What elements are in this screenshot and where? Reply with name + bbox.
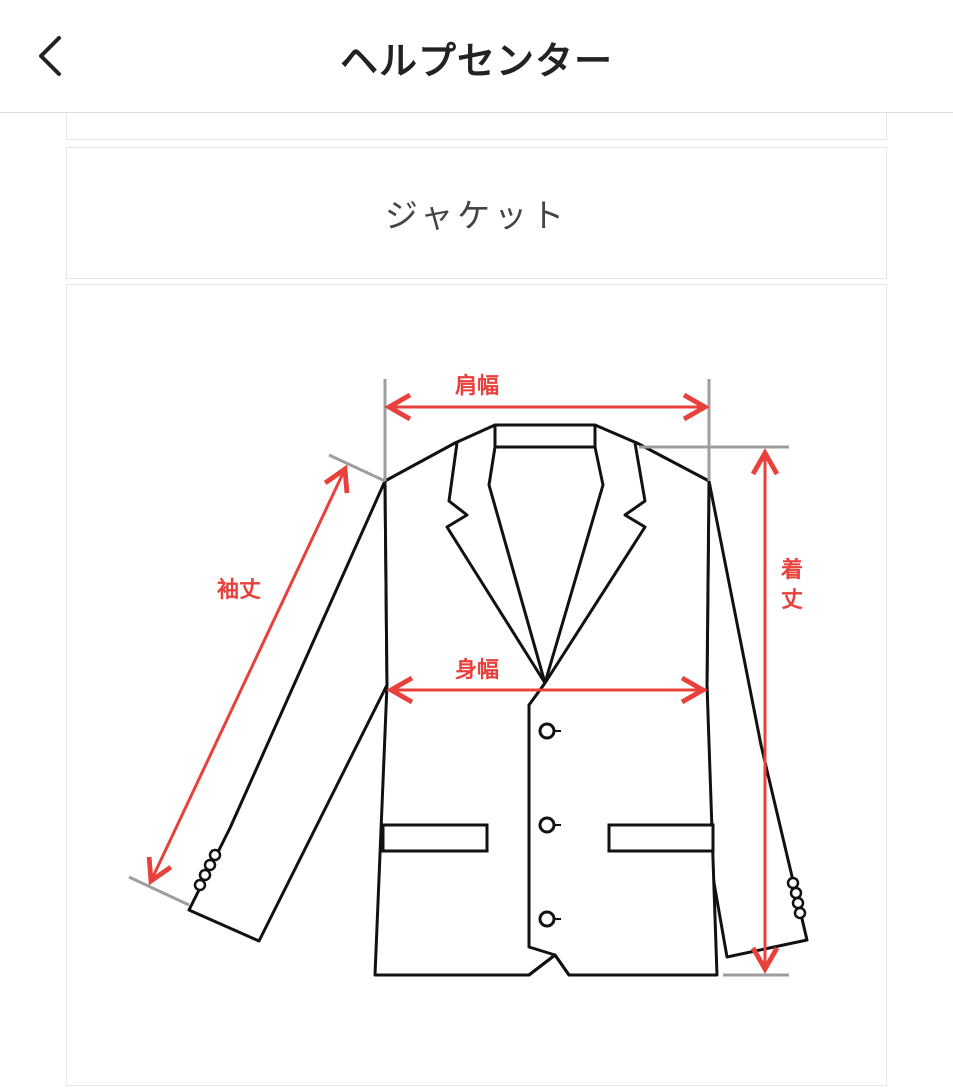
- size-diagram-panel: 肩幅 身幅 袖丈 着 丈: [66, 284, 887, 1086]
- right-cuff-button-4: [793, 906, 807, 920]
- length-label-top: 着: [780, 557, 803, 583]
- sleeve-guide-bottom: [128, 875, 190, 907]
- left-cuff-button-4: [193, 878, 207, 892]
- jacket-body: [373, 423, 719, 977]
- right-pocket: [607, 823, 715, 853]
- shoulder-width-label: 肩幅: [455, 373, 499, 399]
- back-button[interactable]: [22, 26, 78, 86]
- button-3: [538, 910, 556, 928]
- left-lapel: [445, 442, 547, 684]
- button-1: [538, 722, 556, 740]
- right-cuff-button-3: [791, 896, 805, 910]
- collar: [493, 423, 597, 449]
- chevron-left-icon: [39, 36, 61, 76]
- right-cuff-button-1: [786, 876, 800, 890]
- sleeve-length-label: 袖丈: [217, 577, 261, 603]
- jacket-measurement-diagram: 肩幅 身幅 袖丈 着 丈: [128, 373, 809, 977]
- left-cuff-button-1: [208, 848, 222, 862]
- left-pocket: [381, 823, 489, 853]
- length-label-bottom: 丈: [781, 588, 803, 613]
- left-cuff-button-2: [203, 858, 217, 872]
- body-width-label: 身幅: [455, 657, 499, 683]
- content-area: ジャケット: [0, 113, 953, 1086]
- app-header: ヘルプセンター: [0, 0, 953, 113]
- sleeve-guide-top: [328, 453, 386, 483]
- previous-panel-edge: [66, 113, 887, 140]
- neckline-right: [543, 446, 605, 684]
- right-cuff-button-2: [789, 886, 803, 900]
- sleeve-length-arrow: [146, 464, 350, 886]
- section-title: ジャケット: [66, 147, 887, 279]
- page-title: ヘルプセンター: [339, 39, 613, 83]
- button-2: [538, 816, 556, 834]
- left-sleeve: [187, 479, 389, 943]
- neckline-left: [487, 446, 547, 684]
- left-cuff-button-3: [198, 868, 212, 882]
- hem-vent: [528, 953, 571, 977]
- right-lapel: [543, 442, 647, 684]
